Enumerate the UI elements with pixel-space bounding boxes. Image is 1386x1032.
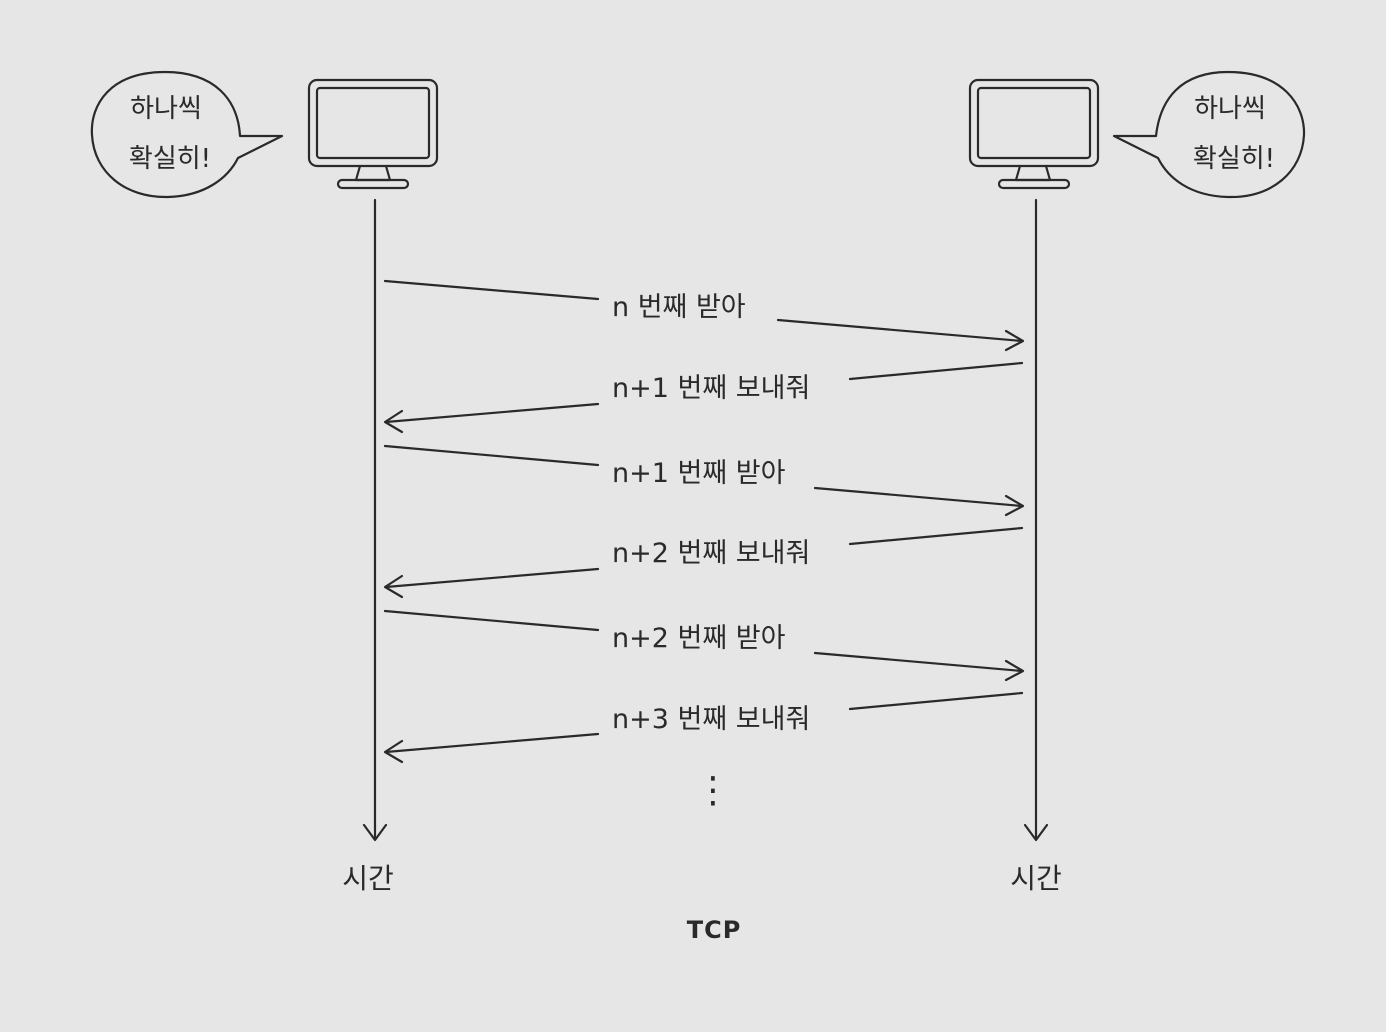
message-label: n+2 번째 받아	[612, 623, 786, 654]
message-arrow: n 번째 받아	[383, 279, 1025, 352]
message-arrow: n+2 번째 받아	[383, 609, 1025, 682]
message-arrow: n+1 번째 받아	[383, 444, 1025, 517]
monitor-icon	[968, 78, 1100, 190]
receiver-bubble-line2: 확실히!	[1193, 144, 1275, 174]
message-arrow: n+3 번째 보내줘	[383, 691, 1024, 764]
message-arrow: n+2 번째 보내줘	[383, 526, 1024, 599]
message-label: n+1 번째 받아	[612, 458, 786, 489]
monitor-icon	[307, 78, 439, 190]
receiver-speech-bubble: 하나씩 확실히!	[1112, 70, 1306, 199]
message-label: n+1 번째 보내줘	[612, 373, 810, 404]
sender-time-label: 시간	[342, 862, 394, 895]
message-arrow: n+1 번째 보내줘	[383, 361, 1024, 434]
sender-speech-bubble: 하나씩 확실히!	[90, 70, 284, 199]
receiver-timeline	[1023, 198, 1049, 842]
sender-bubble-line2: 확실히!	[129, 144, 211, 174]
sender-bubble-line1: 하나씩	[130, 94, 202, 124]
receiver-bubble-line1: 하나씩	[1194, 94, 1266, 124]
diagram-caption: TCP	[687, 916, 742, 944]
continuation-dots: ⋮	[695, 770, 731, 811]
sender-timeline	[362, 198, 388, 842]
receiver-time-label: 시간	[1010, 862, 1062, 895]
message-label: n+2 번째 보내줘	[612, 538, 810, 569]
message-label: n 번째 받아	[612, 292, 746, 323]
message-label: n+3 번째 보내줘	[612, 704, 810, 735]
